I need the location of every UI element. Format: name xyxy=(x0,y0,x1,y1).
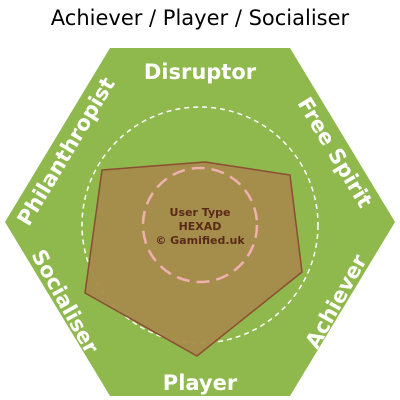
outer-dashed-ring xyxy=(81,106,319,344)
label-disruptor: Disruptor xyxy=(144,60,257,84)
center-text-line1: User Type xyxy=(170,206,231,219)
player-profile-polygon xyxy=(84,161,303,357)
inner-dashed-ring xyxy=(141,166,259,284)
diagram-title: Achiever / Player / Socialiser xyxy=(50,6,350,30)
center-text-line2: HEXAD xyxy=(179,220,222,233)
label-player: Player xyxy=(163,371,238,395)
center-text-line3: © Gamified.uk xyxy=(155,234,245,247)
